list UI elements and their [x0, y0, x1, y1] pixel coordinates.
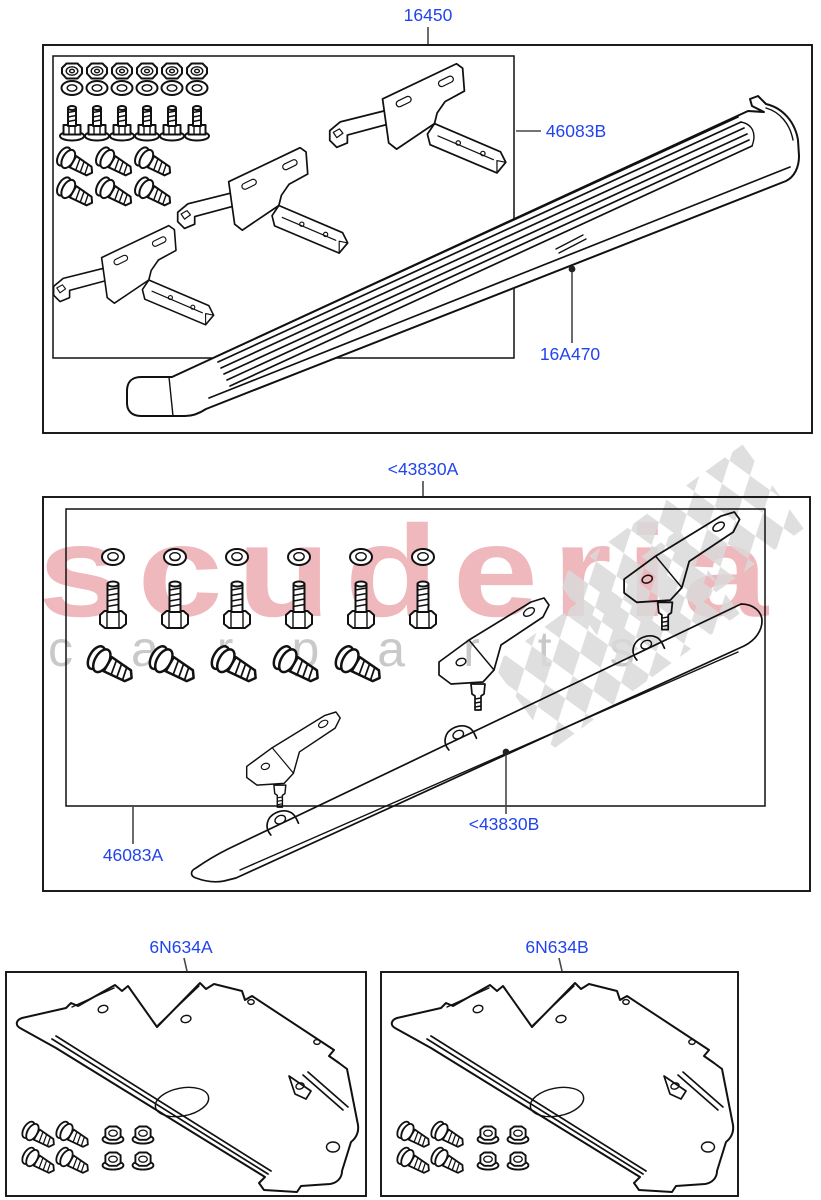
screw: [131, 174, 177, 213]
grommet: [163, 548, 187, 566]
screw: [92, 144, 138, 183]
washer: [60, 80, 84, 96]
mounting-stud: [84, 105, 110, 142]
hex-nut: [111, 62, 133, 80]
bolt: [285, 580, 313, 629]
bolt: [223, 580, 251, 629]
flange-nut: [101, 1151, 125, 1171]
callout-shield-right: 6N634B: [525, 937, 589, 957]
callout-trim-kit: <43830A: [387, 459, 459, 479]
grommet: [349, 548, 373, 566]
mounting-stud: [134, 105, 160, 142]
screw: [144, 642, 202, 691]
screw: [18, 1144, 60, 1180]
callout-running-board: 16A470: [539, 344, 601, 364]
trim-kit-box: [42, 496, 811, 892]
mounting-stud: [109, 105, 135, 142]
mounting-stud: [59, 105, 85, 142]
washer: [160, 80, 184, 96]
running-board-kit-box: [42, 44, 813, 434]
screw: [18, 1118, 60, 1154]
flange-nut: [131, 1151, 155, 1171]
flange-nut: [506, 1151, 530, 1171]
hex-nut: [86, 62, 108, 80]
mounting-stud: [159, 105, 185, 142]
callout-trim-hardware: 46083A: [102, 845, 164, 865]
screw: [427, 1118, 469, 1154]
screw: [268, 642, 326, 691]
flange-nut: [476, 1125, 500, 1145]
washer: [185, 80, 209, 96]
screw: [131, 144, 177, 183]
screw: [53, 174, 99, 213]
grommet: [101, 548, 125, 566]
flange-nut: [476, 1151, 500, 1171]
screw: [53, 144, 99, 183]
screw: [330, 642, 388, 691]
flange-nut: [506, 1125, 530, 1145]
shield-left-box: [5, 971, 367, 1197]
flange-nut: [101, 1125, 125, 1145]
grommet: [411, 548, 435, 566]
bolt: [409, 580, 437, 629]
bolt: [347, 580, 375, 629]
washer: [85, 80, 109, 96]
screw: [92, 174, 138, 213]
screw: [52, 1144, 94, 1180]
flange-nut: [131, 1125, 155, 1145]
bolt: [99, 580, 127, 629]
screw: [393, 1118, 435, 1154]
bolt: [161, 580, 189, 629]
running-board: [126, 95, 800, 417]
hex-nut: [161, 62, 183, 80]
callout-leader-lines: [132, 27, 576, 972]
washer: [110, 80, 134, 96]
watermark-checkered-flag: [492, 444, 804, 749]
screw: [206, 642, 264, 691]
shield-right-box: [380, 971, 739, 1197]
callout-shield-left: 6N634A: [149, 937, 213, 957]
screw: [82, 642, 140, 691]
callout-bracket: 46083B: [545, 121, 607, 141]
callout-trim-blade: <43830B: [468, 814, 540, 834]
hex-nut: [136, 62, 158, 80]
washer: [135, 80, 159, 96]
hex-nut: [186, 62, 208, 80]
trim-hardware-box: [65, 508, 766, 807]
hex-nut: [61, 62, 83, 80]
callout-running-board-kit: 16450: [403, 5, 453, 25]
trim-blade: [190, 603, 763, 883]
grommet: [225, 548, 249, 566]
grommet: [287, 548, 311, 566]
mounting-stud: [184, 105, 210, 142]
screw: [393, 1144, 435, 1180]
screw: [52, 1118, 94, 1154]
screw: [427, 1144, 469, 1180]
